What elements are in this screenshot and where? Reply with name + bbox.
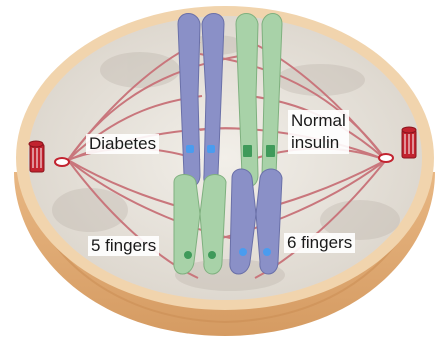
allele-marker — [184, 251, 192, 259]
label-five-fingers: 5 fingers — [88, 236, 159, 256]
centriole-pole — [55, 158, 69, 166]
centriole-pole — [379, 154, 393, 162]
allele-marker — [186, 145, 194, 153]
allele-marker — [266, 145, 275, 157]
allele-marker — [207, 145, 215, 153]
allele-marker — [243, 145, 252, 157]
allele-marker — [208, 251, 216, 259]
allele-marker — [239, 248, 247, 256]
label-diabetes: Diabetes — [86, 134, 159, 154]
label-normal-insulin-line2: insulin — [291, 133, 339, 152]
label-normal-insulin-line1: Normal — [291, 111, 346, 130]
label-six-fingers: 6 fingers — [284, 233, 355, 253]
allele-marker — [263, 248, 271, 256]
label-normal-insulin: Normal insulin — [288, 110, 349, 154]
